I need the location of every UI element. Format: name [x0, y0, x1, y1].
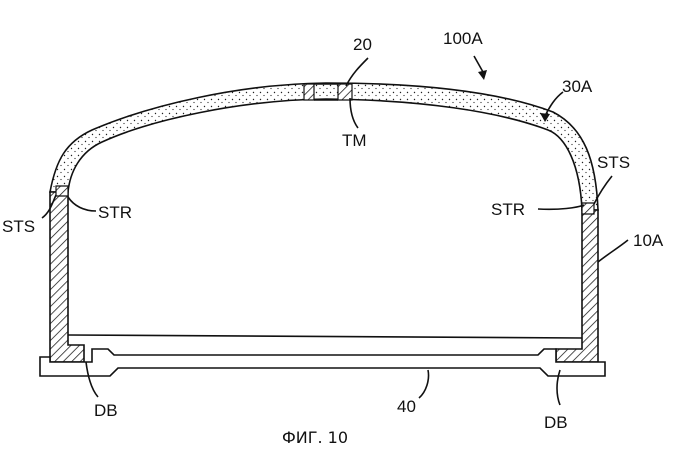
base-inner-line	[68, 335, 582, 338]
label-top-part: 20	[353, 35, 372, 54]
base-plate	[40, 349, 605, 376]
label-db-left: DB	[94, 401, 118, 420]
label-db-right: DB	[544, 413, 568, 432]
top-insert-right	[338, 84, 352, 100]
label-assembly: 100A	[443, 29, 483, 48]
label-sts-left: STS	[2, 217, 35, 236]
label-str-left: STR	[98, 203, 132, 222]
label-wall: 10A	[633, 231, 664, 250]
label-str-right: STR	[491, 200, 525, 219]
left-wall	[50, 192, 84, 362]
top-insert-left	[304, 84, 314, 100]
right-wall	[556, 210, 598, 362]
figure-caption: ФИГ. 10	[282, 428, 348, 447]
dome-shell	[50, 83, 598, 210]
label-thermal-mark: TM	[342, 131, 367, 150]
label-dome: 30A	[562, 77, 593, 96]
label-base: 40	[397, 397, 416, 416]
label-sts-right: STS	[597, 153, 630, 172]
left-seat	[56, 186, 68, 196]
